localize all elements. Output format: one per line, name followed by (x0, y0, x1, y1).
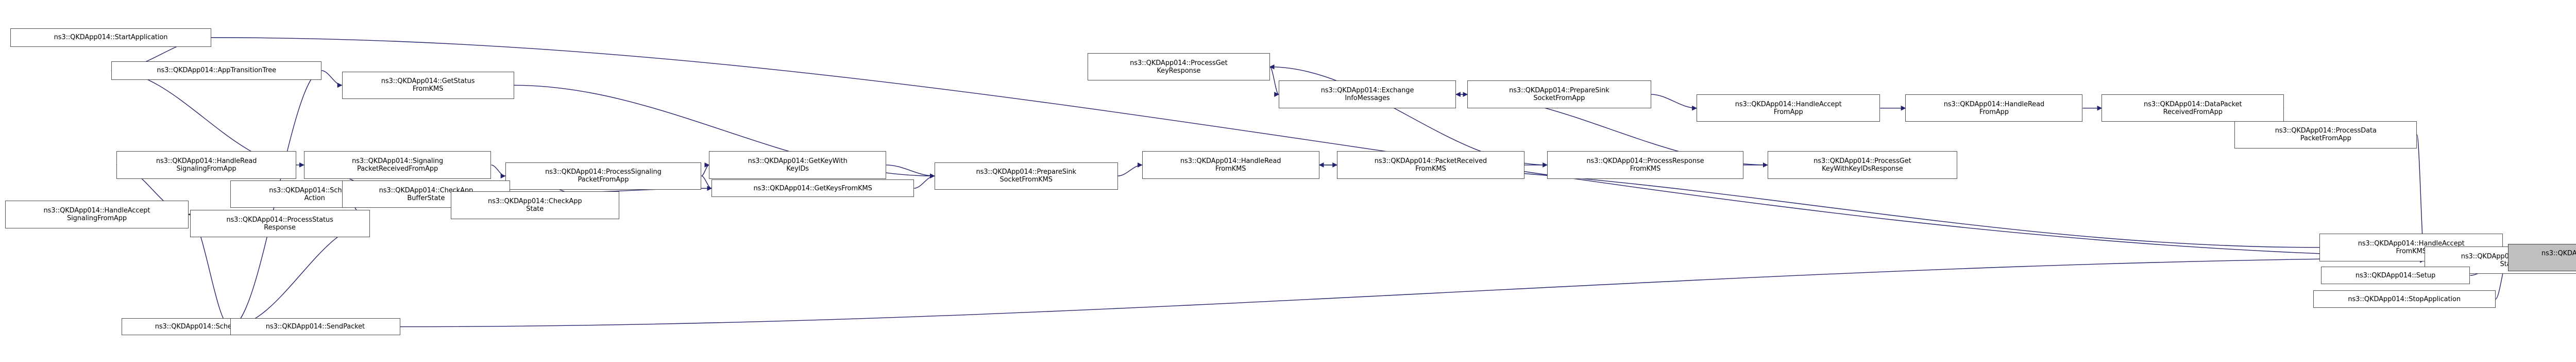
graph-node-processResponseFromKMS[interactable]: ns3::QKDApp014::ProcessResponse FromKMS (1547, 151, 1743, 179)
graph-node-processGetKeyResponse[interactable]: ns3::QKDApp014::ProcessGet KeyResponse (1087, 53, 1270, 81)
edge-sendPacket-to-getAppState (400, 255, 2509, 327)
graph-node-stopApplication[interactable]: ns3::QKDApp014::StopApplication (2313, 290, 2496, 308)
graph-node-startApplication[interactable]: ns3::QKDApp014::StartApplication (10, 28, 212, 47)
edge-processStatusResponse-to-sendPacket (230, 223, 370, 330)
graph-node-handleReadFromKMS[interactable]: ns3::QKDApp014::HandleRead FromKMS (1142, 151, 1319, 179)
graph-node-handleReadSignalingFromApp[interactable]: ns3::QKDApp014::HandleRead SignalingFrom… (116, 151, 297, 179)
graph-node-processSignalingPacketFromApp[interactable]: ns3::QKDApp014::ProcessSignaling PacketF… (505, 162, 702, 190)
graph-node-sendPacket[interactable]: ns3::QKDApp014::SendPacket (230, 318, 400, 336)
graph-node-handleAcceptFromApp[interactable]: ns3::QKDApp014::HandleAccept FromApp (1696, 94, 1880, 122)
graph-node-getKeysFromKMS[interactable]: ns3::QKDApp014::GetKeysFromKMS (711, 179, 914, 198)
edge-processGetKeyResponse-to-exchangeInfoMessages (1269, 67, 1280, 97)
edge-getKeysFromKMS-to-prepareSinkSocketFromKMS (914, 173, 935, 189)
graph-node-checkAppState[interactable]: ns3::QKDApp014::CheckApp State (450, 191, 619, 219)
graph-node-getKeyWithKeyIDs[interactable]: ns3::QKDApp014::GetKeyWith KeyIDs (709, 151, 887, 179)
graph-node-appTransitionTree[interactable]: ns3::QKDApp014::AppTransitionTree (111, 61, 322, 80)
edge-prepareSinkSocketFromApp-to-handleAcceptFromApp (1651, 94, 1697, 111)
graph-node-exchangeInfoMessages[interactable]: ns3::QKDApp014::Exchange InfoMessages (1279, 80, 1456, 108)
edge-appTransitionTree-to-getStatusFromKMS (321, 70, 343, 88)
edge-getKeyWithKeyIDs-to-prepareSinkSocketFromKMS (886, 164, 935, 179)
edge-signalingPacketReceivedFromApp-to-processSignalingPacketFromApp (491, 164, 506, 179)
edge-prepareSinkSocketFromKMS-to-handleReadFromKMS (1117, 162, 1143, 176)
graph-node-getStatusFromKMS[interactable]: ns3::QKDApp014::GetStatus FromKMS (342, 71, 514, 99)
graph-node-prepareSinkSocketFromKMS[interactable]: ns3::QKDApp014::PrepareSink SocketFromKM… (934, 162, 1118, 190)
edge-processSignalingPacketFromApp-to-getKeyWithKeyIDs (701, 162, 710, 176)
graph-node-getAppState[interactable]: ns3::QKDApp014::GetAppState String (2508, 243, 2576, 272)
edge-startApplication-to-getAppState (211, 37, 2509, 260)
graph-node-processStatusResponse[interactable]: ns3::QKDApp014::ProcessStatus Response (190, 209, 370, 238)
graph-node-signalingPacketReceivedFromApp[interactable]: ns3::QKDApp014::Signaling PacketReceived… (303, 151, 492, 179)
graph-node-packetReceivedFromKMS[interactable]: ns3::QKDApp014::PacketReceived FromKMS (1337, 151, 1524, 179)
graph-node-processGetKeyWithKeyIDsResponse[interactable]: ns3::QKDApp014::ProcessGet KeyWithKeyIDs… (1767, 151, 1958, 179)
graph-node-setup[interactable]: ns3::QKDApp014::Setup (2320, 267, 2470, 284)
graph-node-processDataPacketFromApp[interactable]: ns3::QKDApp014::ProcessData PacketFromAp… (2234, 121, 2417, 149)
graph-node-dataPacketReceivedFromApp[interactable]: ns3::QKDApp014::DataPacket ReceivedFromA… (2102, 94, 2284, 122)
graph-node-prepareSinkSocketFromApp[interactable]: ns3::QKDApp014::PrepareSink SocketFromAp… (1467, 80, 1651, 108)
graph-node-handleReadFromApp[interactable]: ns3::QKDApp014::HandleRead FromApp (1905, 94, 2083, 122)
graph-node-handleAcceptSignalingFromApp[interactable]: ns3::QKDApp014::HandleAccept SignalingFr… (5, 201, 189, 228)
